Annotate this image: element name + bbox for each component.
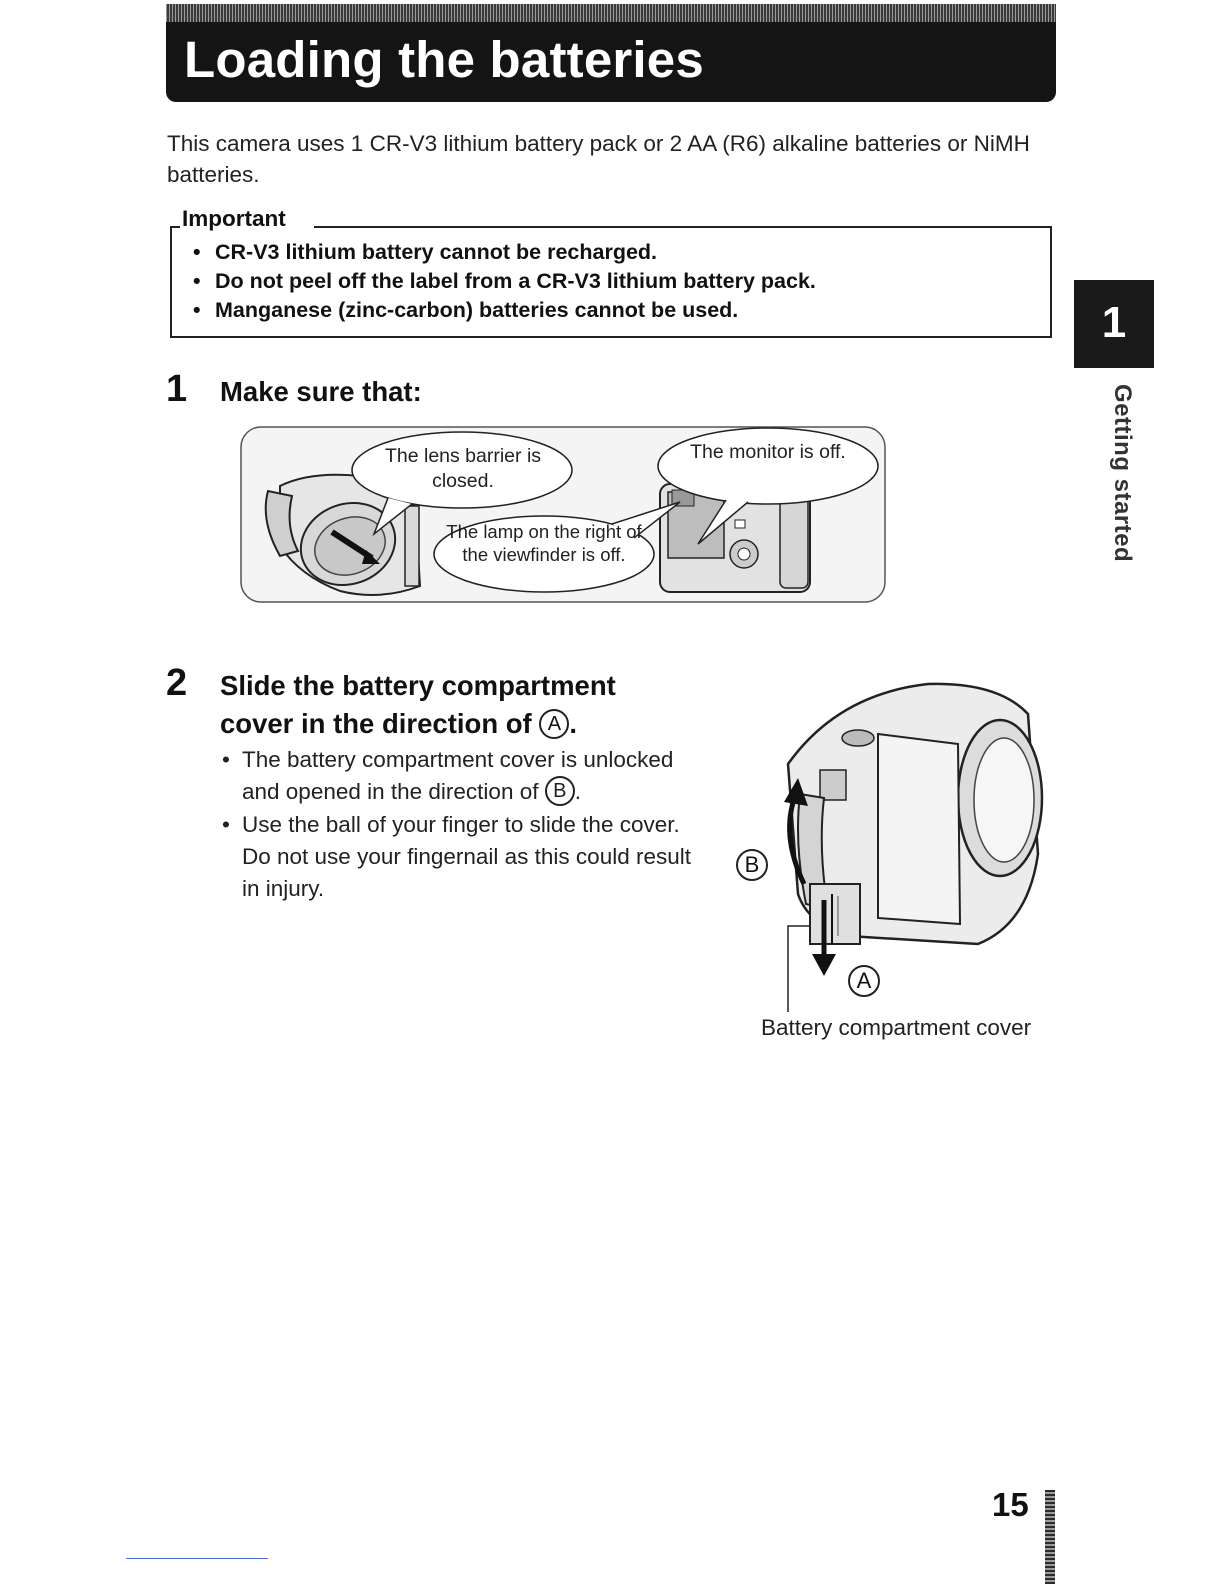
- page-title: Loading the batteries: [184, 31, 704, 88]
- step-1-heading: Make sure that:: [220, 376, 422, 407]
- important-list: •CR-V3 lithium battery cannot be recharg…: [193, 238, 816, 325]
- important-box: [170, 226, 1052, 338]
- important-item: •Do not peel off the label from a CR-V3 …: [193, 269, 816, 293]
- label-b: B: [736, 848, 768, 883]
- camera-check-drawing: [240, 426, 886, 603]
- symbol-b: B: [544, 776, 575, 807]
- page-edge-mark: [1045, 1490, 1055, 1584]
- important-item: •Manganese (zinc-carbon) batteries canno…: [193, 298, 739, 322]
- symbol-a: A: [539, 708, 570, 739]
- chapter-number: 1: [1101, 298, 1127, 347]
- battery-cover-caption: Battery compartment cover: [761, 1015, 1032, 1040]
- footer-rule: [126, 1558, 268, 1559]
- step-2-heading-line1: Slide the battery compartment: [220, 670, 616, 701]
- step-2-bullets: The battery compartment cover is unlocke…: [220, 744, 710, 906]
- label-a: A: [848, 964, 880, 999]
- callout-viewfinder-lamp: The lamp on the right of the viewfinder …: [446, 521, 642, 565]
- step-2-number: 2: [166, 662, 188, 704]
- camera-check-illustration: The lens barrier is closed. The monitor …: [240, 426, 886, 604]
- page-number: 15: [992, 1486, 1029, 1523]
- important-label: Important: [180, 206, 290, 232]
- callout-lens-barrier: The lens barrier is closed.: [384, 445, 542, 492]
- chapter-label: Getting started: [1109, 384, 1136, 563]
- bullet-item: Use the ball of your finger to slide the…: [220, 809, 710, 905]
- intro-paragraph: This camera uses 1 CR-V3 lithium battery…: [167, 131, 1030, 187]
- bullet-item: The battery compartment cover is unlocke…: [220, 744, 710, 808]
- step-2-heading-line2: cover in the direction of A.: [220, 708, 577, 739]
- battery-cover-drawing: [784, 682, 1044, 1012]
- step-1-number: 1: [166, 368, 188, 410]
- battery-cover-illustration: A B: [728, 674, 1058, 1014]
- callout-monitor: The monitor is off.: [690, 441, 846, 463]
- important-item: •CR-V3 lithium battery cannot be recharg…: [193, 240, 658, 264]
- chapter-tab[interactable]: 1: [1074, 280, 1154, 368]
- title-bar: Loading the batteries: [166, 4, 1056, 102]
